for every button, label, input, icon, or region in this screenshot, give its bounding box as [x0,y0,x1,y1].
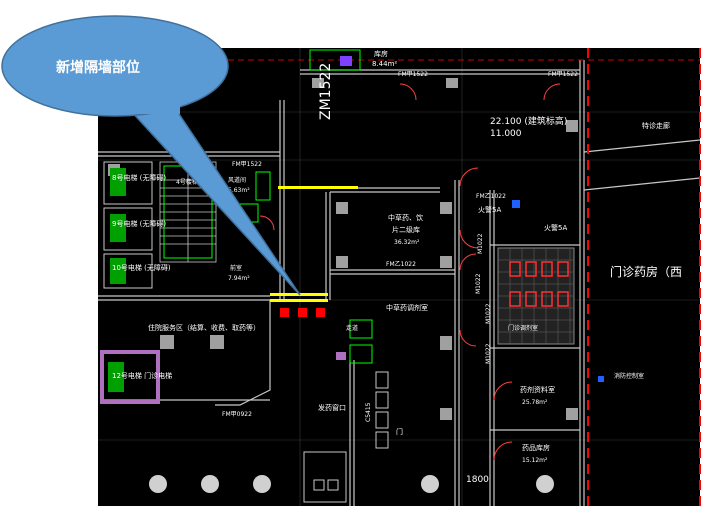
column [566,120,578,132]
label-m1022-b: M1022 [475,273,482,294]
elevator-car [110,258,126,284]
column [440,202,452,214]
column [440,408,452,420]
label-record: 药剂资料室 [520,385,555,394]
elevator-shaft [103,207,153,251]
label-fm-bottom: FM甲0922 [222,411,252,418]
callout-joint [120,100,180,114]
label-dispense: 门诊调剂室 [508,324,538,332]
elevators [100,161,160,404]
new-partition-marks [280,308,325,317]
label-fm-stair: FM甲1522 [232,161,262,168]
shelves [303,371,389,503]
label-room-top-area: 8.44m² [372,60,397,68]
grid-lines [98,48,700,506]
column [446,78,458,88]
label-clinic-a-area: 36.32m² [394,239,420,246]
label-lift-3: 10号电梯 (无障碍) [112,263,171,272]
round-column [149,475,167,493]
door-arcs [259,83,561,461]
column [440,336,452,350]
label-dimension: 1800 [466,475,489,485]
label-m1022-a: M1022 [477,233,484,254]
label-lift-1: 8号电梯 (无障碍) [112,173,166,182]
yellow-wall [270,299,328,302]
round-columns [149,475,554,493]
label-elev-b: 11.000 [490,129,522,139]
elevator-car [110,168,126,196]
column [312,78,324,88]
partition-mark [280,308,289,317]
elevator-shaft [103,253,153,289]
label-fm1022: FM乙1022 [476,193,506,200]
round-column [201,475,219,493]
markers [336,56,604,382]
label-corridor: 走道 [346,324,358,332]
yellow-wall [278,186,358,189]
label-pharmacy: 门诊药房（西 [610,264,682,279]
column [210,335,224,349]
label-zm: ZM1522 [318,63,334,120]
hatched-room [497,247,575,345]
elevator-shaft [103,161,153,205]
columns [108,78,578,420]
label-m1022-c: M1022 [485,303,492,324]
label-stair-room: 4号楼梯 [176,178,198,186]
elevator-car [110,214,126,242]
label-record-area: 25.78m² [522,399,548,406]
column [440,256,452,268]
label-fire-5a: 火警5A [478,205,501,214]
label-service-window: 发药窗口 [318,403,346,412]
label-lift-2: 9号电梯 (无障碍) [112,219,166,228]
elevator-car [108,362,124,392]
partition-mark [316,308,325,317]
column [336,202,348,214]
label-fm-top2: FM甲1522 [548,71,578,78]
label-m1022-d: M1022 [485,343,492,364]
label-drain-room: 前室 [230,264,242,272]
label-room-top: 库房 [374,49,388,58]
label-elev-a: 22.100 (建筑标高) [490,115,567,127]
round-column [253,475,271,493]
label-clinic-a: 中草药、饮 [388,213,423,222]
label-inpatient-hall: 住院服务区（结算、收费、取药等） [148,323,260,332]
column [336,256,348,268]
plan-labels: ZM1522 22.100 (建筑标高) 11.000 FM甲1522 FM甲1… [112,49,682,485]
label-drug-area: 15.12m² [522,457,548,464]
column [566,408,578,420]
drawing-area [98,48,700,506]
elevator-shaft-purple [100,350,160,404]
label-drain-area: 7.94m² [228,275,250,282]
round-column [421,475,439,493]
label-cyan: 消防控制室 [614,372,644,380]
label-fire-5a-2: 火警5A [544,223,567,232]
label-pipe-room: 风道间 [228,176,246,184]
callout: 新增隔墙部位 [1,15,301,296]
column [160,335,174,349]
label-lift-4: 12号电梯 门诊电梯 [112,371,172,380]
label-pipe-area: 5.63m² [228,187,250,194]
label-c5415: C5415 [365,402,372,422]
callout-text: 新增隔墙部位 [56,59,140,76]
round-column [536,475,554,493]
label-fm-mid: FM乙1022 [386,261,416,268]
label-clinic-b: 中草药调剂室 [386,303,428,312]
label-drug-store: 药品库房 [522,443,550,452]
label-clinic-a2: 片二级库 [392,225,420,234]
partition-mark [298,308,307,317]
label-gate: 门 [396,427,403,436]
label-fm-top1: FM甲1522 [398,71,428,78]
callout-bubble [1,15,229,117]
label-right-room: 特诊走廊 [642,121,670,130]
